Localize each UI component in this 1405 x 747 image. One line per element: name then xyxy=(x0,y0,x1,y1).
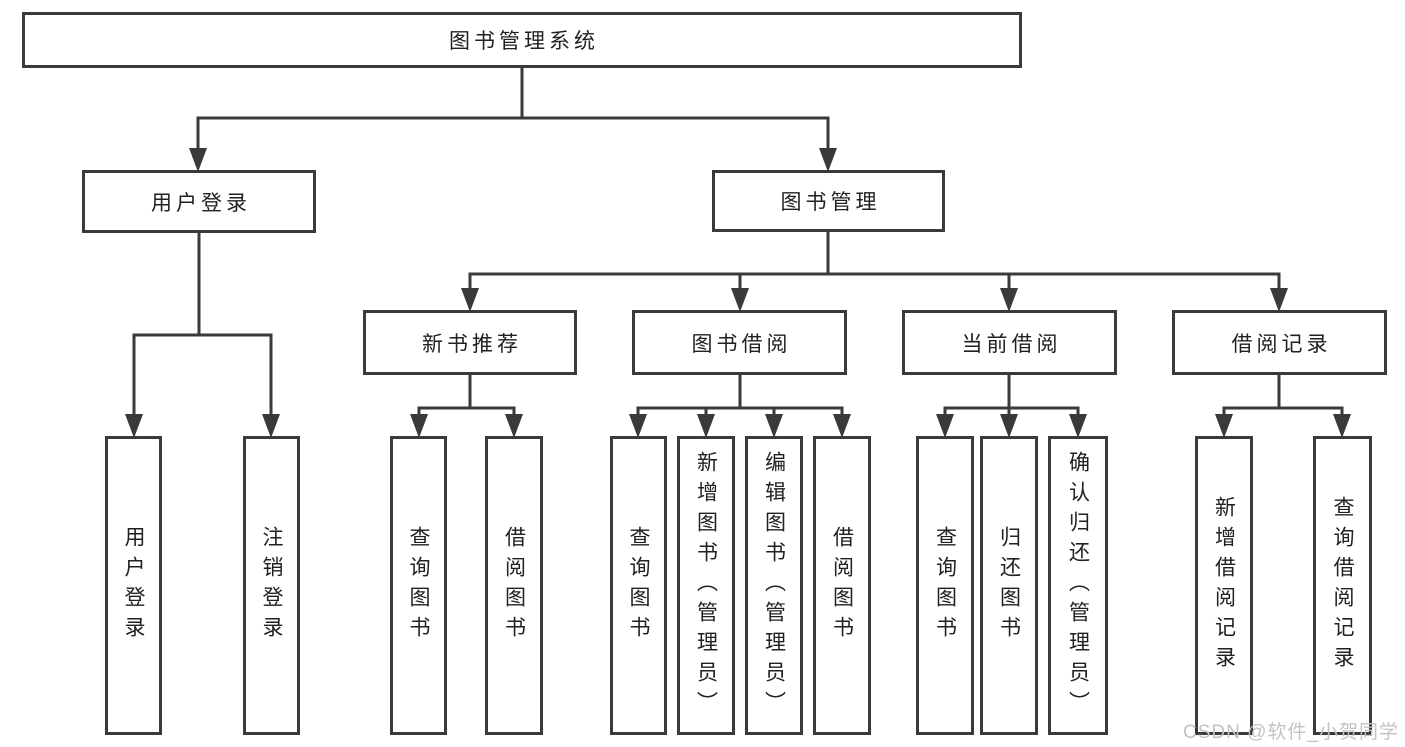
node-current-borrow-label: 当前借阅 xyxy=(961,331,1062,356)
leaf-borrow-edit-books-admin-label: 编辑图书（管理员） xyxy=(762,450,787,721)
arrowhead xyxy=(410,414,428,438)
leaf-borrow-borrow-books-label: 借阅图书 xyxy=(830,525,855,646)
arrowhead xyxy=(189,148,207,172)
arrowhead xyxy=(505,414,523,438)
leaf-current-confirm-return-admin-label: 确认归还（管理员） xyxy=(1066,450,1091,721)
node-root: 图书管理系统 xyxy=(22,12,1022,68)
leaf-borrow-edit-books-admin: 编辑图书（管理员） xyxy=(745,436,803,735)
node-borrow-records-label: 借阅记录 xyxy=(1231,331,1332,356)
arrowhead xyxy=(1069,414,1087,438)
connector-root-branch xyxy=(196,116,830,150)
leaf-borrow-add-books-admin-label: 新增图书（管理员） xyxy=(694,450,719,721)
leaf-current-query-books: 查询图书 xyxy=(916,436,974,735)
arrowhead xyxy=(765,414,783,438)
arrowhead xyxy=(833,414,851,438)
leaf-current-confirm-return-admin: 确认归还（管理员） xyxy=(1048,436,1108,735)
arrowhead xyxy=(936,414,954,438)
arrowhead xyxy=(1000,414,1018,438)
arrowhead xyxy=(262,414,280,438)
node-root-label: 图书管理系统 xyxy=(449,29,599,53)
connector-user-login xyxy=(132,230,273,416)
connector-new-book xyxy=(417,373,516,420)
node-borrow-records: 借阅记录 xyxy=(1172,310,1387,375)
leaf-newbook-borrow-books-label: 借阅图书 xyxy=(502,525,527,646)
leaf-borrow-query-books: 查询图书 xyxy=(610,436,667,735)
node-new-book-recommend-label: 新书推荐 xyxy=(422,331,522,356)
node-current-borrow: 当前借阅 xyxy=(902,310,1117,375)
node-new-book-recommend: 新书推荐 xyxy=(363,310,577,375)
leaf-current-return-books: 归还图书 xyxy=(980,436,1038,735)
connector-book-management xyxy=(468,230,1281,290)
leaf-newbook-query-books-label: 查询图书 xyxy=(407,525,432,646)
leaf-newbook-borrow-books: 借阅图书 xyxy=(485,436,543,735)
leaf-user-login: 用户登录 xyxy=(105,436,162,735)
node-book-borrow: 图书借阅 xyxy=(632,310,847,375)
arrowhead xyxy=(1215,414,1233,438)
node-book-management-label: 图书管理 xyxy=(780,190,881,214)
leaf-records-query-record-label: 查询借阅记录 xyxy=(1331,495,1356,676)
arrowhead xyxy=(1333,414,1351,438)
arrowhead xyxy=(125,414,143,438)
node-user-login: 用户登录 xyxy=(82,170,316,233)
leaf-user-login-label: 用户登录 xyxy=(122,525,147,646)
leaf-current-return-books-label: 归还图书 xyxy=(997,525,1022,646)
connector-book-borrow xyxy=(636,373,844,420)
leaf-borrow-query-books-label: 查询图书 xyxy=(627,525,652,646)
node-book-borrow-label: 图书借阅 xyxy=(691,331,792,356)
leaf-borrow-add-books-admin: 新增图书（管理员） xyxy=(677,436,735,735)
leaf-logout-label: 注销登录 xyxy=(260,525,285,646)
arrowhead xyxy=(697,414,715,438)
node-book-management: 图书管理 xyxy=(712,170,945,232)
arrowhead xyxy=(819,148,837,172)
arrowhead xyxy=(1000,288,1018,312)
leaf-borrow-borrow-books: 借阅图书 xyxy=(813,436,871,735)
watermark: CSDN @软件_小贺同学 xyxy=(1183,722,1399,743)
arrowhead xyxy=(1270,288,1288,312)
leaf-records-add-record-label: 新增借阅记录 xyxy=(1212,495,1237,676)
leaf-records-query-record: 查询借阅记录 xyxy=(1313,436,1372,735)
leaf-current-query-books-label: 查询图书 xyxy=(933,525,958,646)
arrowhead xyxy=(731,288,749,312)
leaf-logout: 注销登录 xyxy=(243,436,300,735)
leaf-records-add-record: 新增借阅记录 xyxy=(1195,436,1253,735)
connector-current-borrow xyxy=(943,373,1080,420)
leaf-newbook-query-books: 查询图书 xyxy=(390,436,447,735)
arrowhead xyxy=(461,288,479,312)
connector-borrow-records xyxy=(1222,373,1344,420)
arrowhead xyxy=(629,414,647,438)
node-user-login-label: 用户登录 xyxy=(151,190,251,215)
